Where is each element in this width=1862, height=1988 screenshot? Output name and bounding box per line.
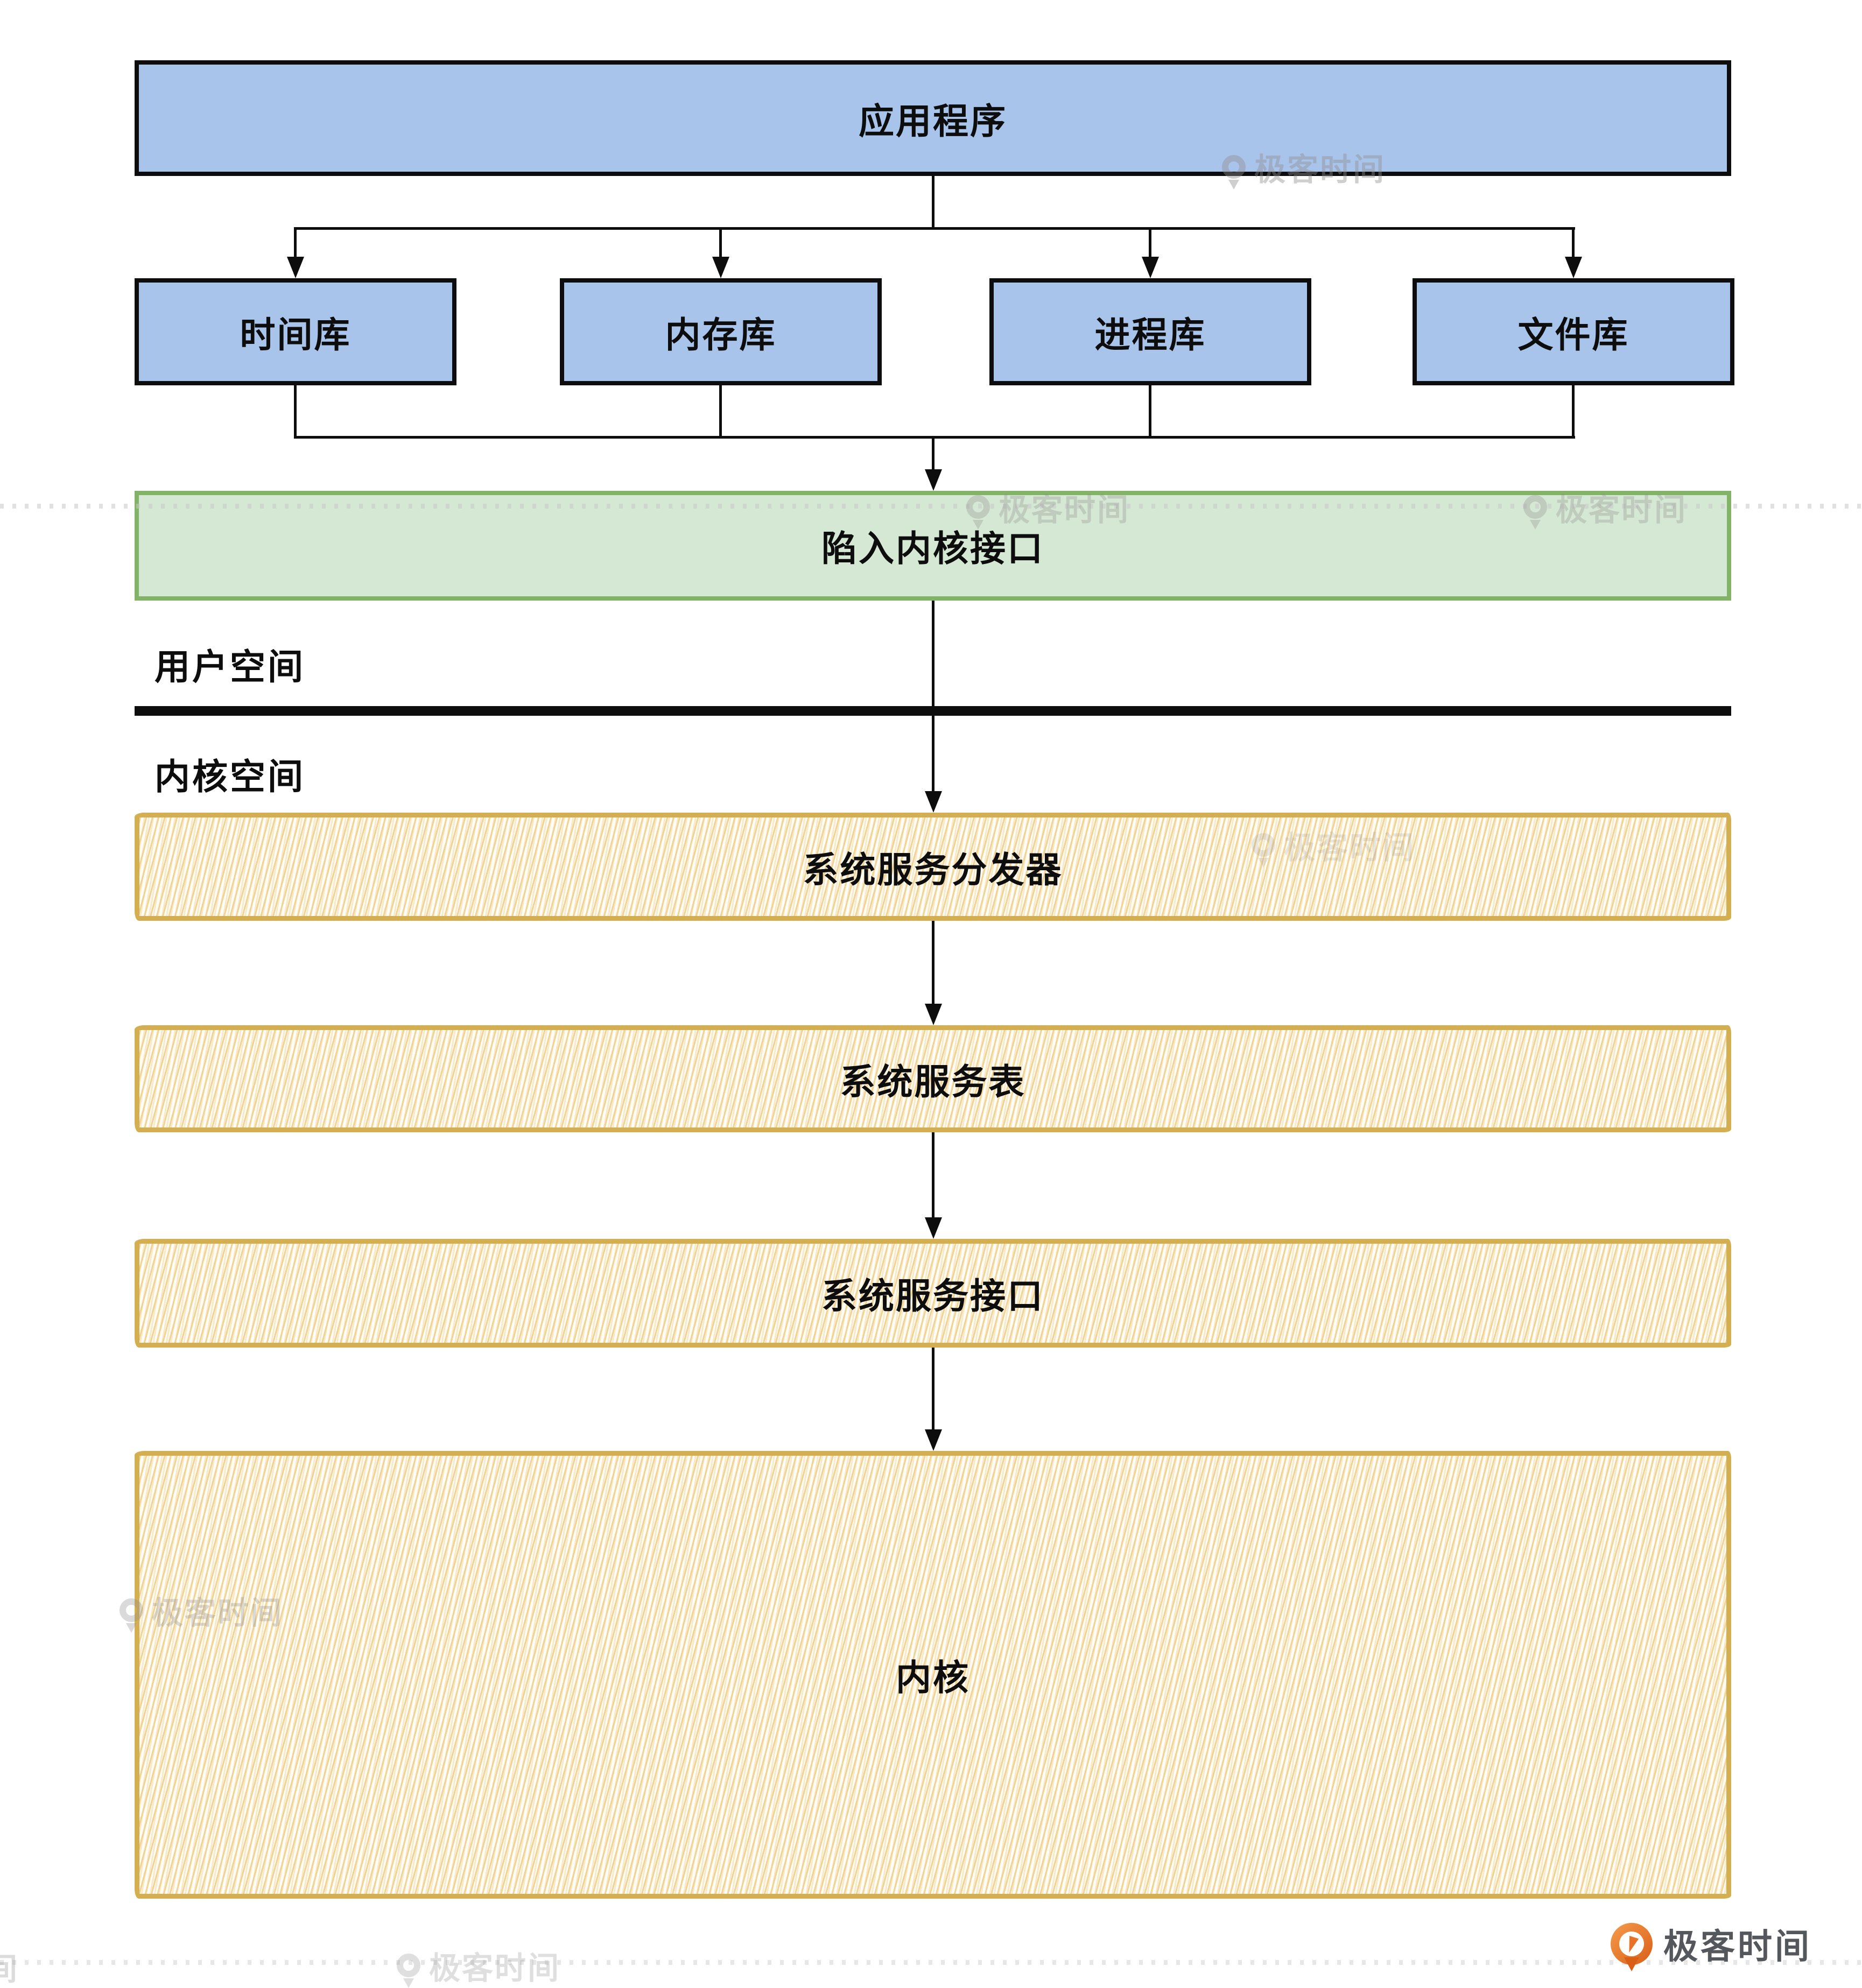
watermark: 极客时间	[966, 484, 1130, 530]
user-space-label: 用户空间	[154, 647, 305, 687]
connector-trap-stub	[932, 437, 934, 470]
time-library-label: 时间库	[240, 314, 352, 355]
connector-trap-to-dispatcher	[932, 601, 934, 792]
application-box-label: 应用程序	[859, 101, 1007, 141]
arrowhead-icon	[925, 469, 942, 491]
watermark: 极客时间	[1222, 144, 1386, 189]
geektime-pin-icon	[1252, 833, 1275, 857]
system-service-dispatcher-box: 系统服务分发器	[135, 813, 1731, 921]
connector-rise-process-lib	[1149, 385, 1151, 437]
arrowhead-icon	[712, 257, 729, 278]
watermark: 极客时间	[120, 1588, 283, 1633]
memory-library-label: 内存库	[665, 314, 777, 355]
system-service-table-box: 系统服务表	[135, 1025, 1731, 1132]
connector-dispatcher-to-table	[932, 921, 934, 1005]
file-library-box: 文件库	[1413, 278, 1734, 385]
geektime-pin-icon	[1523, 495, 1547, 519]
arrowhead-icon	[925, 1429, 942, 1451]
watermark-text: 极客时间	[429, 1951, 561, 1986]
geektime-pin-icon	[397, 1954, 420, 1977]
watermark: 极客时间	[397, 1943, 560, 1988]
watermark-dotted-line	[0, 1960, 1862, 1965]
watermark-text: 极客时间	[1254, 152, 1386, 187]
time-library-box: 时间库	[135, 278, 456, 385]
watermark: 极客时间	[1252, 822, 1415, 868]
memory-library-box: 内存库	[560, 278, 882, 385]
connector-branch-line-bottom	[294, 436, 1575, 439]
application-box: 应用程序	[135, 60, 1731, 176]
geektime-logo-icon	[1611, 1923, 1653, 1965]
connector-rise-time-lib	[294, 385, 297, 437]
geektime-pin-icon	[1222, 155, 1246, 179]
connector-drop-process-lib	[1149, 228, 1151, 259]
connector-app-stub	[932, 176, 934, 228]
arrowhead-icon	[287, 257, 304, 278]
arrowhead-icon	[1565, 257, 1582, 278]
trap-kernel-interface-label: 陷入内核接口	[821, 528, 1044, 568]
connector-interface-to-kernel	[932, 1348, 934, 1430]
watermark-dotted-line	[0, 504, 1862, 509]
geektime-pin-icon	[966, 495, 990, 519]
process-library-box: 进程库	[989, 278, 1311, 385]
arrowhead-icon	[1142, 257, 1159, 278]
watermark-text: 极客时间	[1556, 492, 1688, 527]
arrowhead-icon	[925, 1004, 942, 1025]
watermark: 极客时间	[1523, 484, 1687, 530]
connector-table-to-interface	[932, 1132, 934, 1218]
kernel-box: 内核	[135, 1451, 1731, 1899]
system-service-dispatcher-label: 系统服务分发器	[803, 849, 1063, 890]
system-service-interface-label: 系统服务接口	[821, 1276, 1044, 1316]
connector-drop-time-lib	[294, 228, 297, 259]
watermark-fragment: 间	[0, 1952, 18, 1987]
connector-branch-line-top	[294, 227, 1575, 230]
watermark-text: 极客时间	[999, 492, 1130, 527]
system-service-interface-box: 系统服务接口	[135, 1239, 1731, 1348]
watermark-text: 极客时间	[1284, 830, 1416, 865]
file-library-label: 文件库	[1517, 314, 1629, 355]
trap-kernel-interface-box: 陷入内核接口	[135, 491, 1731, 601]
connector-rise-file-lib	[1572, 385, 1575, 437]
connector-drop-file-lib	[1572, 228, 1575, 259]
geektime-logo-needle-icon	[1624, 1935, 1639, 1955]
kernel-box-label: 内核	[896, 1658, 970, 1697]
connector-drop-memory-lib	[719, 228, 722, 259]
geektime-logo: 极客时间	[1611, 1919, 1812, 1969]
geektime-logo-text: 极客时间	[1663, 1927, 1812, 1966]
kernel-space-label: 内核空间	[154, 757, 305, 796]
system-service-table-label: 系统服务表	[840, 1061, 1026, 1102]
arrowhead-icon	[925, 1217, 942, 1239]
watermark-text: 极客时间	[152, 1596, 284, 1631]
connector-rise-memory-lib	[719, 385, 722, 437]
geektime-pin-icon	[120, 1598, 143, 1622]
arrowhead-icon	[925, 791, 942, 813]
process-library-label: 进程库	[1094, 314, 1206, 355]
